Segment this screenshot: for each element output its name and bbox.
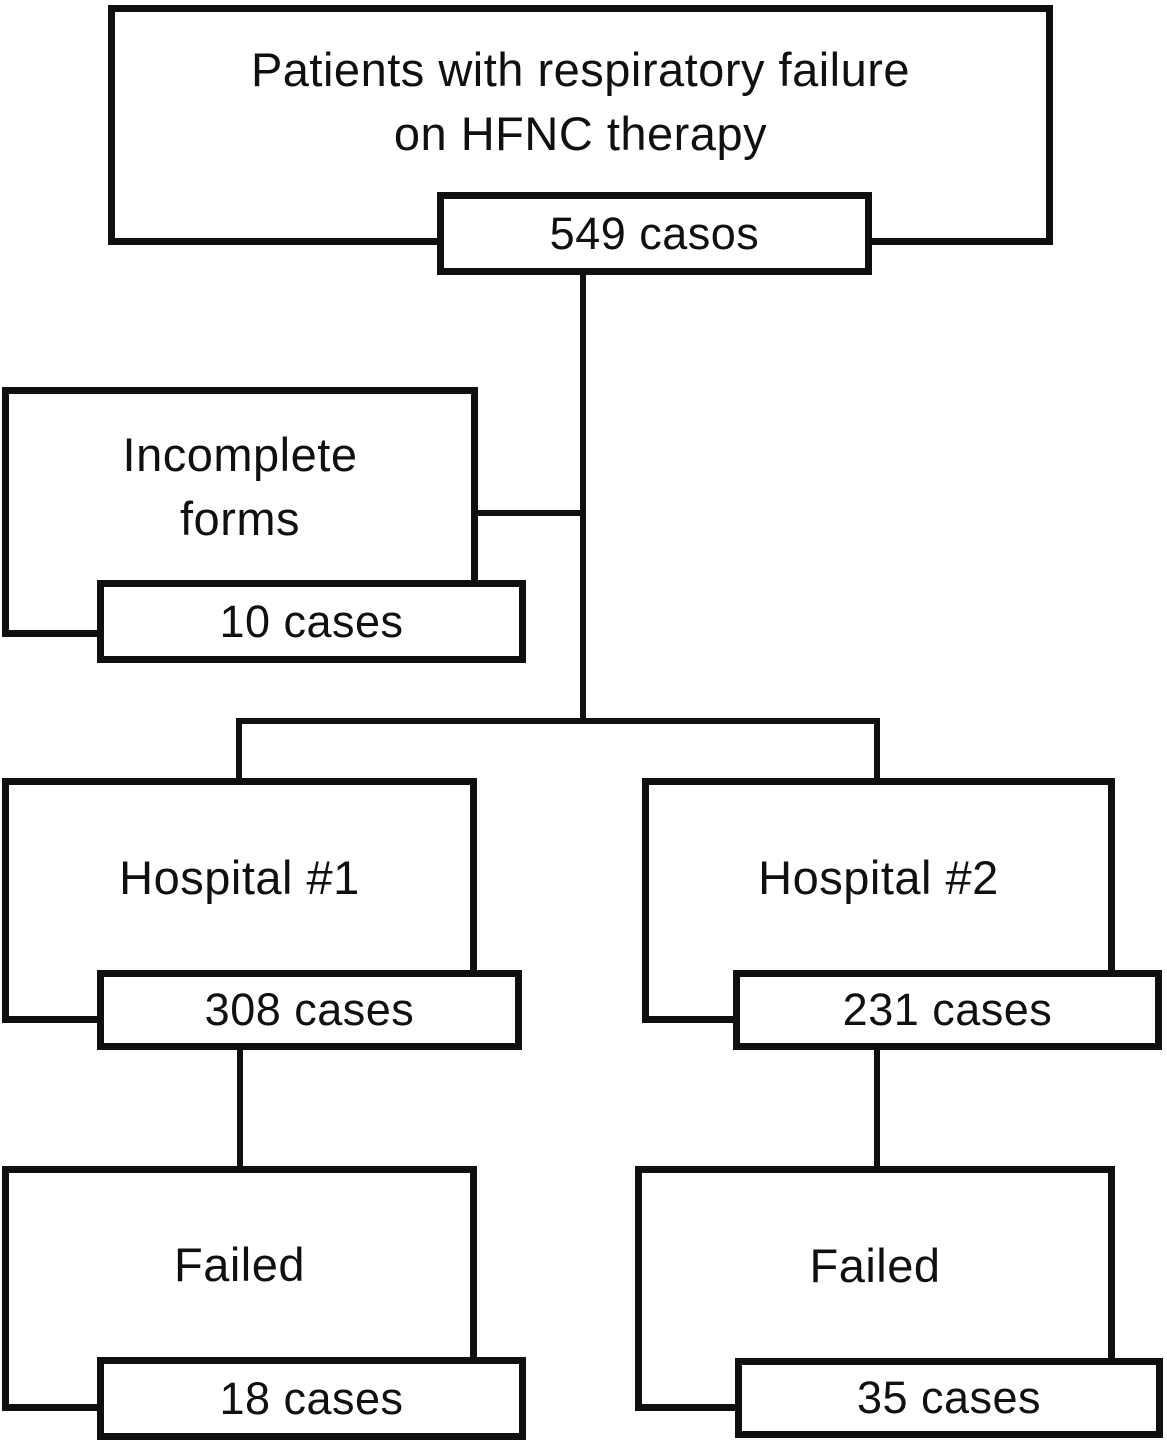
node-root-count: 549 casos [437,192,872,275]
node-failed1-label-area: Failed [9,1173,470,1357]
node-hospital2-count: 231 cases [733,970,1162,1050]
connector-drop-right [874,718,880,778]
node-hospital2-label: Hospital #2 [758,850,999,904]
node-excluded-label: Incomplete forms [122,428,358,545]
connector-excluded-branch [474,510,586,516]
connector-root-stem [580,265,586,724]
node-excluded-label-area: Incomplete forms [9,394,471,580]
node-hospital1-label: Hospital #1 [119,850,360,904]
node-root-label: Patients with respiratory failure on HFN… [250,43,911,160]
node-failed2-label-area: Failed [642,1173,1108,1358]
node-failed2-count: 35 cases [735,1358,1163,1438]
node-root-label-area: Patients with respiratory failure on HFN… [115,12,1046,192]
connector-hospital1-failed1 [237,1044,243,1170]
connector-split-bar [236,718,880,724]
node-excluded-count: 10 cases [97,580,526,663]
node-hospital1-label-area: Hospital #1 [9,785,470,970]
node-failed1-label: Failed [173,1238,305,1292]
node-hospital2-label-area: Hospital #2 [649,785,1108,970]
node-failed1-count: 18 cases [97,1357,526,1440]
connector-drop-left [236,718,242,778]
node-hospital1-count: 308 cases [97,970,522,1050]
node-failed2-label: Failed [809,1238,941,1292]
connector-hospital2-failed2 [874,1044,880,1170]
